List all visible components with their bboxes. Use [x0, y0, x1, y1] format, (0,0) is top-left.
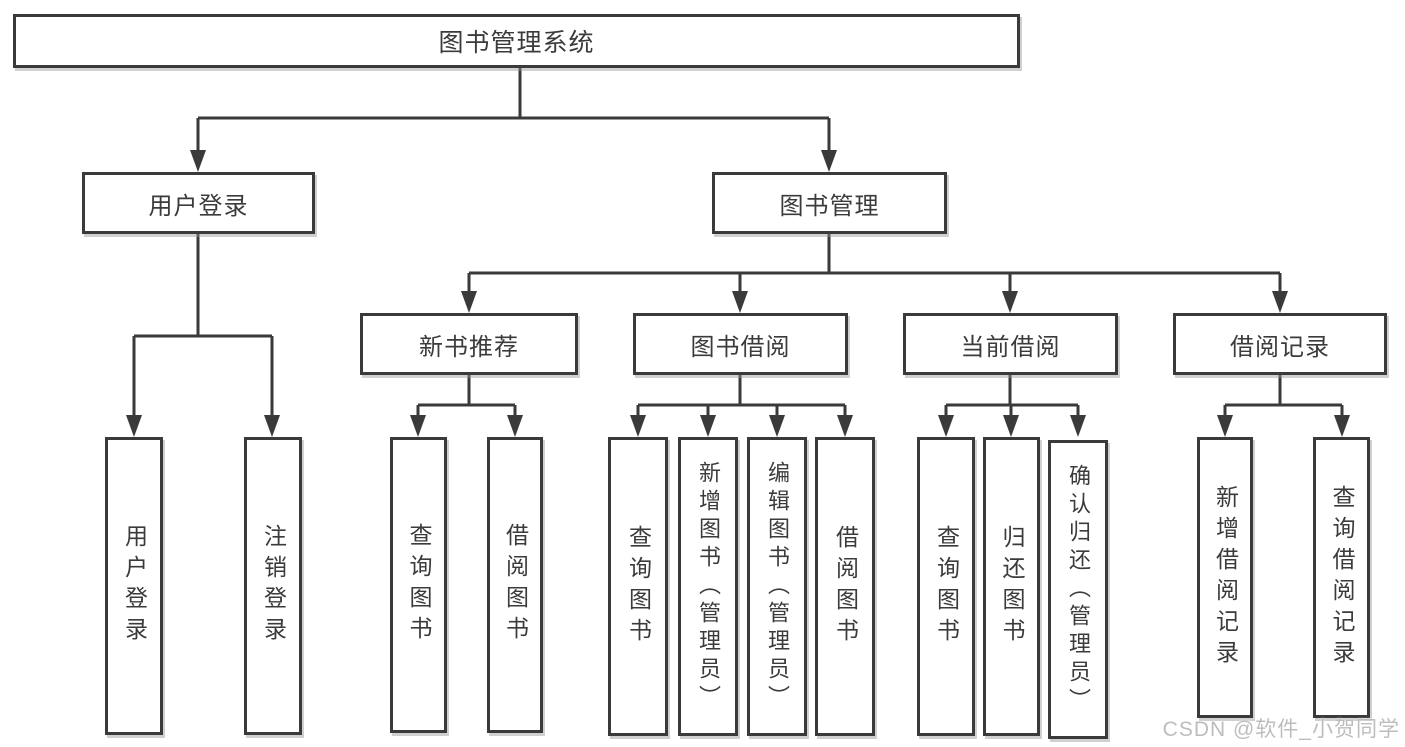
leaf-add-borrow-record-label: 新增借阅记录 [1212, 484, 1239, 671]
leaf-query-books-recommend-label: 查询图书 [406, 523, 432, 647]
leaf-add-book-admin: 新增图书（管理员） [678, 437, 738, 736]
node-root-label: 图书管理系统 [438, 29, 595, 57]
leaf-logout-label: 注销登录 [260, 524, 287, 648]
leaf-add-book-admin-label: 新增图书（管理员） [696, 460, 721, 713]
csdn-watermark: CSDN @软件_小贺同学 [1162, 718, 1400, 741]
node-user-login-label: 用户登录 [148, 192, 249, 220]
node-book-borrow: 图书借阅 [633, 313, 848, 375]
node-book-borrow-label: 图书借阅 [690, 333, 791, 361]
node-book-management: 图书管理 [712, 172, 947, 234]
leaf-confirm-return-admin: 确认归还（管理员） [1048, 440, 1108, 739]
leaf-edit-book-admin: 编辑图书（管理员） [747, 437, 807, 736]
node-root-system: 图书管理系统 [13, 14, 1020, 68]
leaf-query-books-borrow-label: 查询图书 [625, 524, 652, 649]
leaf-logout: 注销登录 [244, 437, 302, 735]
node-borrow-records-label: 借阅记录 [1230, 333, 1330, 361]
leaf-query-books-current: 查询图书 [917, 437, 975, 736]
leaf-query-books-current-label: 查询图书 [933, 524, 960, 649]
leaf-return-books-label: 归还图书 [999, 524, 1025, 649]
node-current-borrow-label: 当前借阅 [960, 333, 1061, 361]
leaf-query-borrow-record: 查询借阅记录 [1313, 437, 1370, 718]
node-current-borrow: 当前借阅 [903, 313, 1118, 375]
leaf-borrow-books-label: 借阅图书 [832, 524, 859, 649]
leaf-query-borrow-record-label: 查询借阅记录 [1329, 484, 1355, 671]
leaf-return-books: 归还图书 [983, 437, 1040, 736]
leaf-query-books-recommend: 查询图书 [390, 437, 447, 733]
leaf-user-login-label: 用户登录 [121, 524, 148, 648]
leaf-edit-book-admin-label: 编辑图书（管理员） [765, 460, 790, 713]
node-new-book-recommend-label: 新书推荐 [419, 333, 519, 361]
leaf-borrow-books: 借阅图书 [815, 437, 875, 736]
leaf-confirm-return-admin-label: 确认归还（管理员） [1066, 463, 1091, 716]
node-new-book-recommend: 新书推荐 [360, 313, 578, 375]
node-borrow-records: 借阅记录 [1173, 313, 1387, 375]
leaf-query-books-borrow: 查询图书 [608, 437, 668, 736]
node-user-login: 用户登录 [82, 172, 315, 234]
node-book-management-label: 图书管理 [779, 192, 880, 220]
leaf-borrow-books-recommend-label: 借阅图书 [502, 523, 529, 647]
leaf-user-login: 用户登录 [105, 437, 163, 735]
leaf-add-borrow-record: 新增借阅记录 [1197, 437, 1253, 718]
leaf-borrow-books-recommend: 借阅图书 [487, 437, 543, 733]
